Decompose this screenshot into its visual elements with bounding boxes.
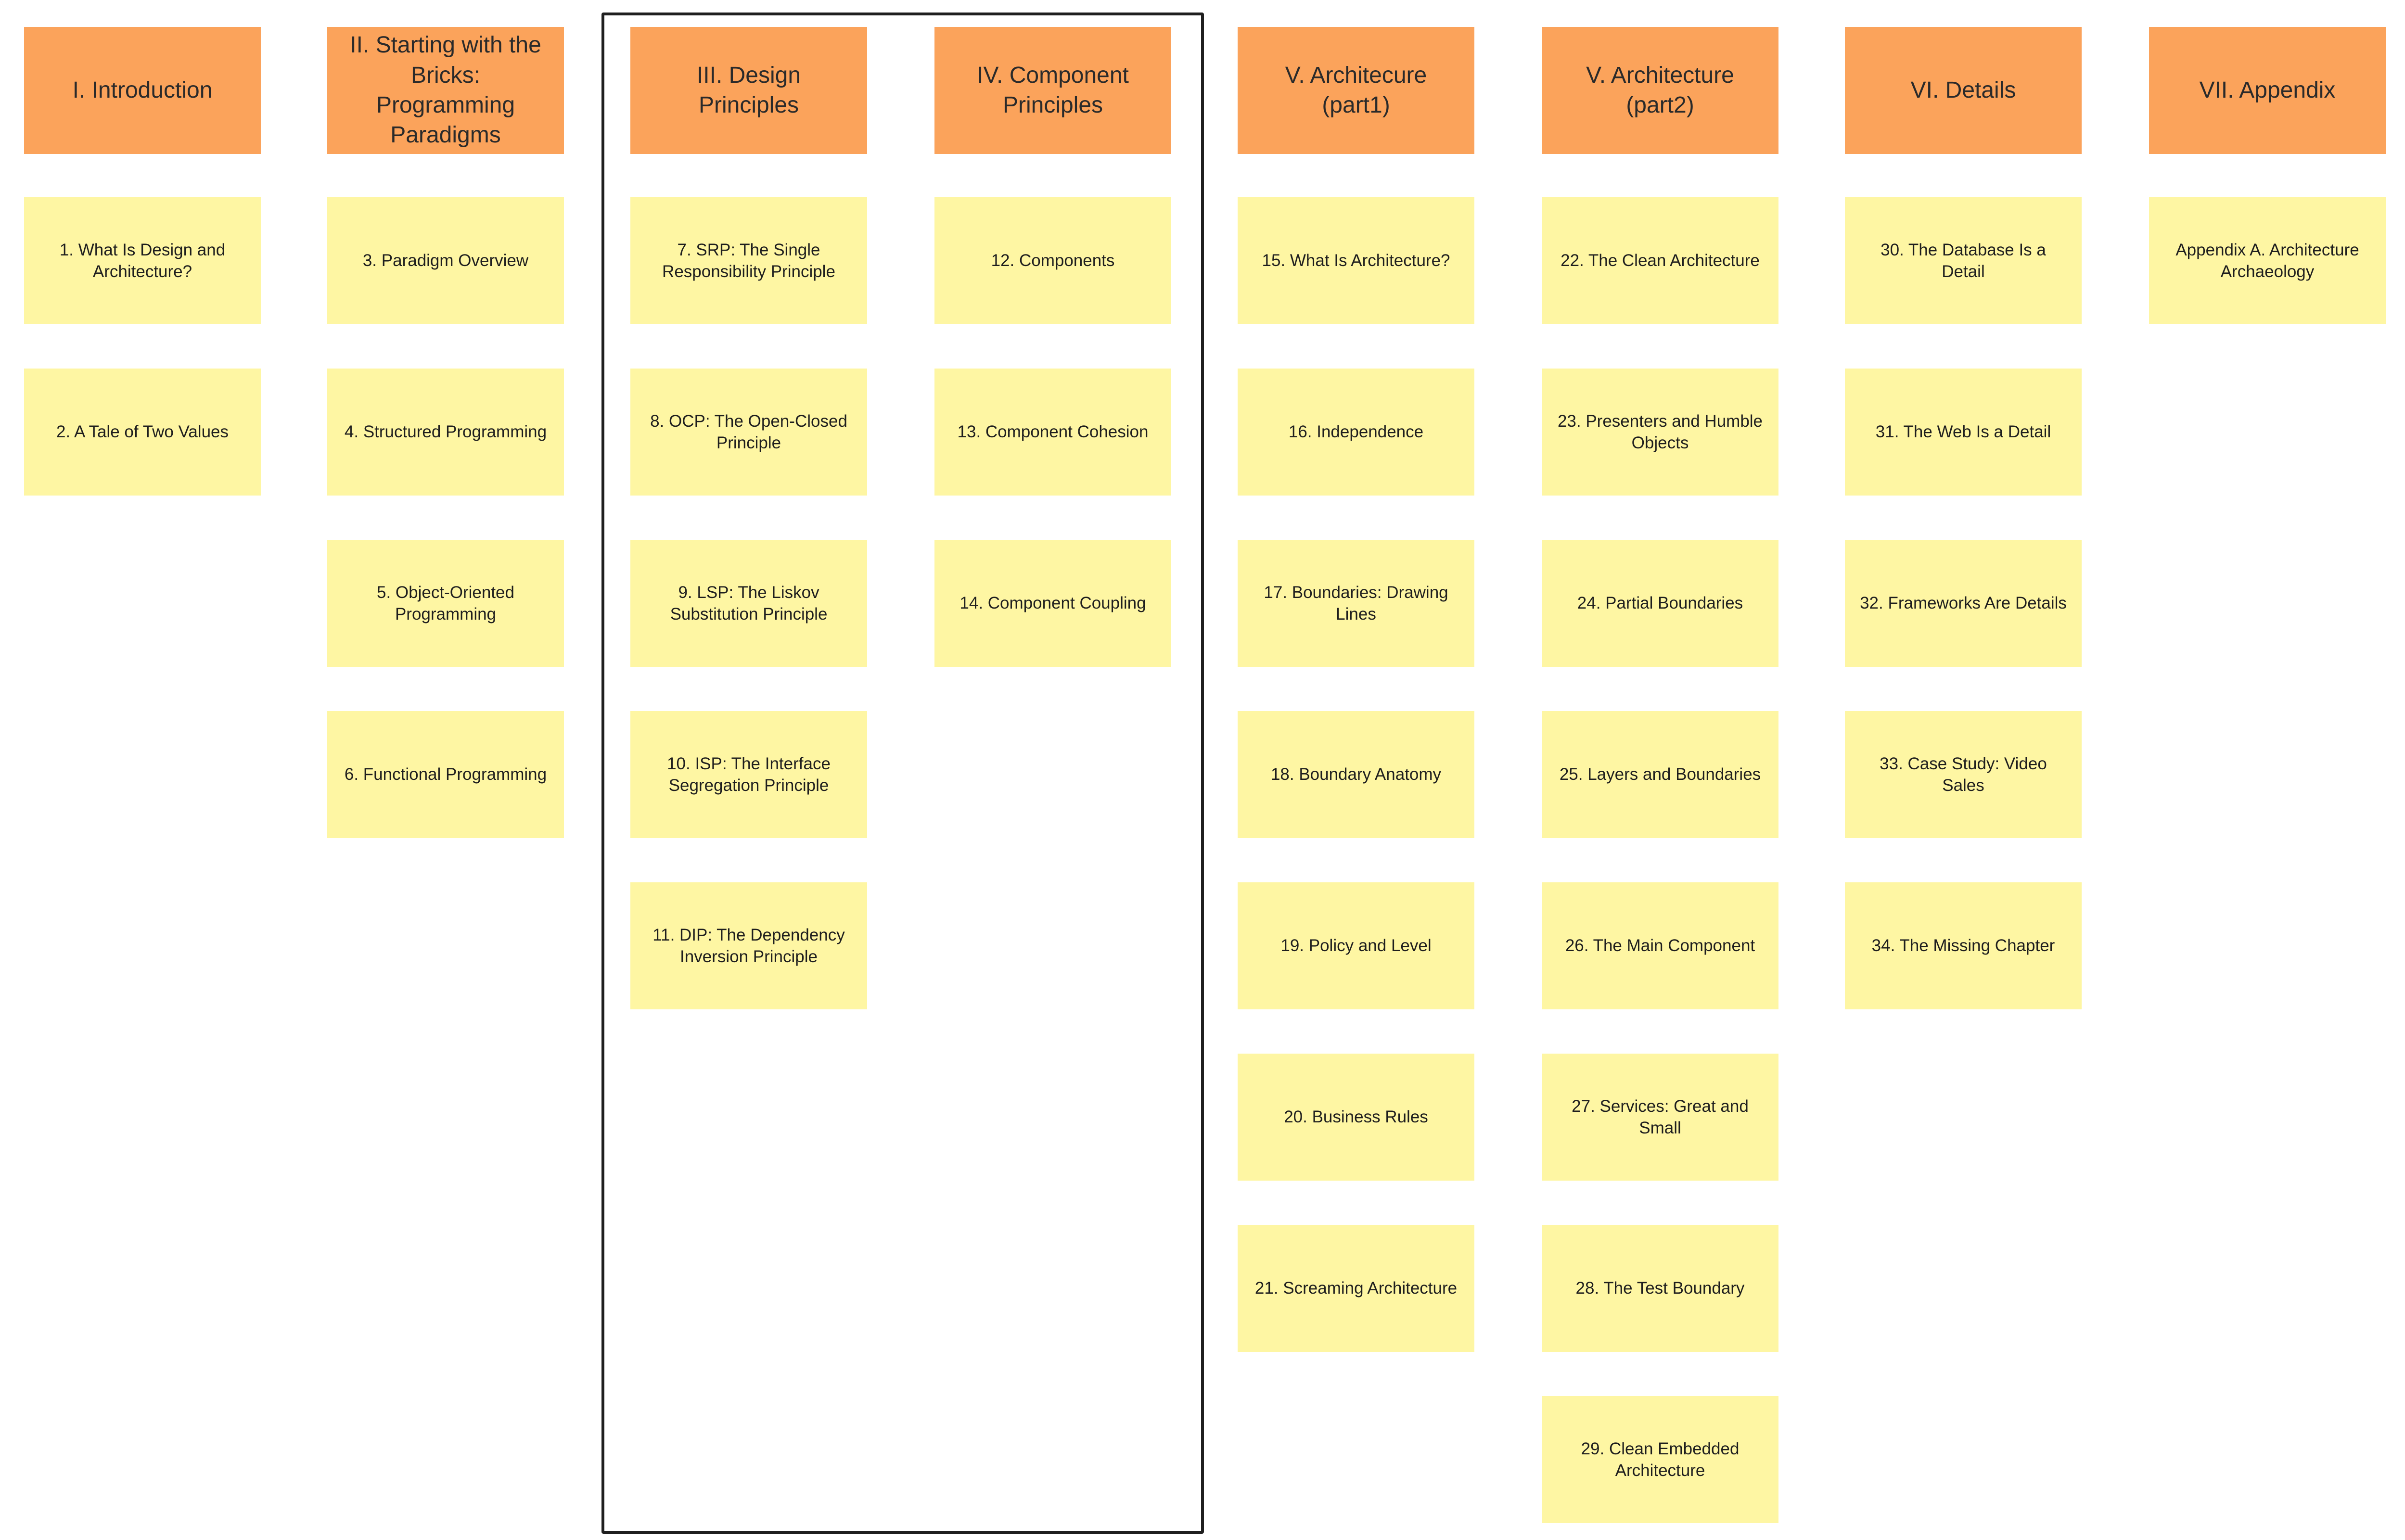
chapter-note-text: 17. Boundaries: Drawing Lines (1264, 583, 1448, 624)
chapter-note-text: 22. The Clean Architecture (1561, 251, 1760, 270)
chapter-note-text: 7. SRP: The Single Responsibility Princi… (662, 240, 835, 281)
part-header-note[interactable]: V. Architecture (part2) (1542, 27, 1778, 154)
chapter-note-text: 15. What Is Architecture? (1262, 251, 1450, 270)
chapter-note[interactable]: 33. Case Study: Video Sales (1845, 711, 2082, 838)
chapter-note-text: 23. Presenters and Humble Objects (1557, 411, 1763, 453)
chapter-note-text: 27. Services: Great and Small (1572, 1096, 1749, 1138)
chapter-note-text: 14. Component Coupling (959, 594, 1146, 613)
chapter-note[interactable]: 23. Presenters and Humble Objects (1542, 369, 1778, 496)
part-header-note[interactable]: II. Starting with the Bricks: Programmin… (327, 27, 564, 154)
chapter-note-text: 21. Screaming Architecture (1254, 1279, 1458, 1298)
chapter-note-text: 25. Layers and Boundaries (1559, 765, 1761, 784)
part-header-text: VII. Appendix (2199, 77, 2336, 103)
chapter-note-text: 3. Paradigm Overview (362, 251, 529, 270)
chapter-note-text: 28. The Test Boundary (1575, 1279, 1745, 1298)
design-principles-frame (601, 13, 1204, 1534)
part-header-note[interactable]: V. Architecure (part1) (1238, 27, 1474, 154)
chapter-note-text: 18. Boundary Anatomy (1270, 765, 1442, 784)
chapter-note-text: 30. The Database Is a Detail (1881, 240, 2046, 281)
chapter-note-text: 20. Business Rules (1284, 1107, 1428, 1127)
part-header-note[interactable]: IV. Component Principles (934, 27, 1171, 154)
chapter-note[interactable]: 13. Component Cohesion (934, 369, 1171, 496)
part-header-text: V. Architecure (part1) (1285, 62, 1427, 118)
chapter-note[interactable]: 19. Policy and Level (1238, 882, 1474, 1009)
chapter-note[interactable]: 7. SRP: The Single Responsibility Princi… (630, 197, 867, 324)
chapter-note-text: 8. OCP: The Open-Closed Principle (650, 411, 847, 453)
chapter-note-text: 6. Functional Programming (344, 765, 547, 784)
chapter-note[interactable]: 10. ISP: The Interface Segregation Princ… (630, 711, 867, 838)
chapter-note[interactable]: 25. Layers and Boundaries (1542, 711, 1778, 838)
chapter-note-text: 16. Independence (1288, 422, 1424, 442)
chapter-note[interactable]: 3. Paradigm Overview (327, 197, 564, 324)
part-header-note[interactable]: I. Introduction (24, 27, 261, 154)
chapter-note[interactable]: 9. LSP: The Liskov Substitution Principl… (630, 540, 867, 667)
chapter-note-text: 32. Frameworks Are Details (1860, 594, 2067, 613)
part-header-text: V. Architecture (part2) (1586, 62, 1734, 118)
chapter-note-text: 5. Object-Oriented Programming (377, 583, 514, 624)
chapter-note[interactable]: 11. DIP: The Dependency Inversion Princi… (630, 882, 867, 1009)
chapter-note[interactable]: 30. The Database Is a Detail (1845, 197, 2082, 324)
part-header-note[interactable]: VI. Details (1845, 27, 2082, 154)
chapter-note-text: 13. Component Cohesion (957, 422, 1149, 442)
part-header-note[interactable]: III. Design Principles (630, 27, 867, 154)
chapter-note-text: 29. Clean Embedded Architecture (1581, 1439, 1740, 1480)
part-header-text: I. Introduction (72, 77, 213, 103)
chapter-note[interactable]: 31. The Web Is a Detail (1845, 369, 2082, 496)
chapter-note-text: 12. Components (991, 251, 1115, 270)
chapter-note[interactable]: Appendix A. Architecture Archaeology (2149, 197, 2386, 324)
part-header-text: III. Design Principles (696, 62, 801, 118)
chapter-note-text: 10. ISP: The Interface Segregation Princ… (667, 754, 831, 795)
chapter-note[interactable]: 28. The Test Boundary (1542, 1225, 1778, 1352)
chapter-note[interactable]: 12. Components (934, 197, 1171, 324)
chapter-note-text: 24. Partial Boundaries (1577, 594, 1743, 613)
chapter-note[interactable]: 17. Boundaries: Drawing Lines (1238, 540, 1474, 667)
part-header-text: IV. Component Principles (977, 62, 1129, 118)
chapter-note[interactable]: 21. Screaming Architecture (1238, 1225, 1474, 1352)
chapter-note-text: 1. What Is Design and Architecture? (59, 240, 226, 281)
chapter-note-text: 11. DIP: The Dependency Inversion Princi… (652, 925, 845, 967)
chapter-note-text: 4. Structured Programming (344, 422, 547, 442)
chapter-note[interactable]: 22. The Clean Architecture (1542, 197, 1778, 324)
chapter-note[interactable]: 24. Partial Boundaries (1542, 540, 1778, 667)
part-header-text: VI. Details (1910, 77, 2016, 103)
chapter-note[interactable]: 16. Independence (1238, 369, 1474, 496)
chapter-note[interactable]: 14. Component Coupling (934, 540, 1171, 667)
chapter-note[interactable]: 1. What Is Design and Architecture? (24, 197, 261, 324)
chapter-note[interactable]: 26. The Main Component (1542, 882, 1778, 1009)
chapter-note-text: 31. The Web Is a Detail (1875, 422, 2051, 442)
chapter-note-text: 9. LSP: The Liskov Substitution Principl… (670, 583, 828, 624)
chapter-note[interactable]: 6. Functional Programming (327, 711, 564, 838)
chapter-note[interactable]: 15. What Is Architecture? (1238, 197, 1474, 324)
chapter-note[interactable]: 27. Services: Great and Small (1542, 1054, 1778, 1181)
chapter-note[interactable]: 4. Structured Programming (327, 369, 564, 496)
chapter-note[interactable]: 32. Frameworks Are Details (1845, 540, 2082, 667)
chapter-note-text: 33. Case Study: Video Sales (1880, 754, 2047, 795)
part-header-text: II. Starting with the Bricks: Programmin… (350, 32, 541, 148)
chapter-note-text: 26. The Main Component (1565, 936, 1755, 955)
chapter-note-text: 2. A Tale of Two Values (56, 422, 229, 442)
chapter-note[interactable]: 8. OCP: The Open-Closed Principle (630, 369, 867, 496)
chapter-note[interactable]: 2. A Tale of Two Values (24, 369, 261, 496)
chapter-note-text: 34. The Missing Chapter (1871, 936, 2055, 955)
chapter-note-text: 19. Policy and Level (1280, 936, 1432, 955)
part-header-note[interactable]: VII. Appendix (2149, 27, 2386, 154)
chapter-note[interactable]: 29. Clean Embedded Architecture (1542, 1396, 1778, 1523)
chapter-note[interactable]: 34. The Missing Chapter (1845, 882, 2082, 1009)
chapter-note-text: Appendix A. Architecture Archaeology (2175, 240, 2359, 281)
chapter-note[interactable]: 18. Boundary Anatomy (1238, 711, 1474, 838)
chapter-note[interactable]: 20. Business Rules (1238, 1054, 1474, 1181)
chapter-note[interactable]: 5. Object-Oriented Programming (327, 540, 564, 667)
